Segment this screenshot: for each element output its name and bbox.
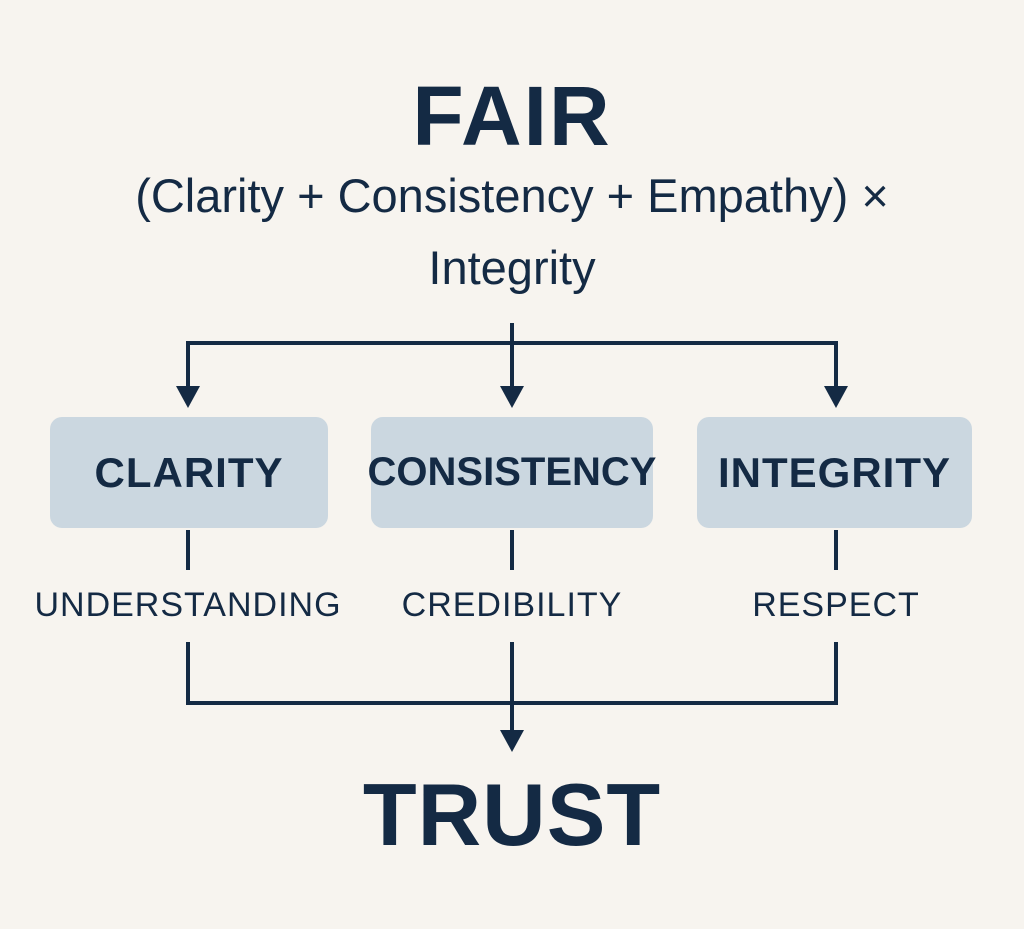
arrow-head-integrity <box>824 386 848 408</box>
outcome-credibility: CREDIBILITY <box>401 586 623 624</box>
top-split-connector <box>186 323 838 390</box>
formula-line-1: (Clarity + Consistency + Empathy) × <box>135 169 889 222</box>
diagram-title: FAIR <box>412 69 612 163</box>
arrow-head-consistency <box>500 386 524 408</box>
formula-line-2: Integrity <box>428 241 596 294</box>
pillar-box-clarity: CLARITY <box>50 417 328 528</box>
outcome-respect: RESPECT <box>752 586 920 624</box>
arrow-head-trust <box>500 730 524 752</box>
outcome-understanding: UNDERSTANDING <box>34 586 342 624</box>
arrow-head-clarity <box>176 386 200 408</box>
bottom-merge-connector <box>186 642 838 735</box>
pillar-box-integrity: INTEGRITY <box>697 417 972 528</box>
result-trust: TRUST <box>362 765 662 864</box>
pillar-box-consistency: CONSISTENCY <box>368 417 656 528</box>
